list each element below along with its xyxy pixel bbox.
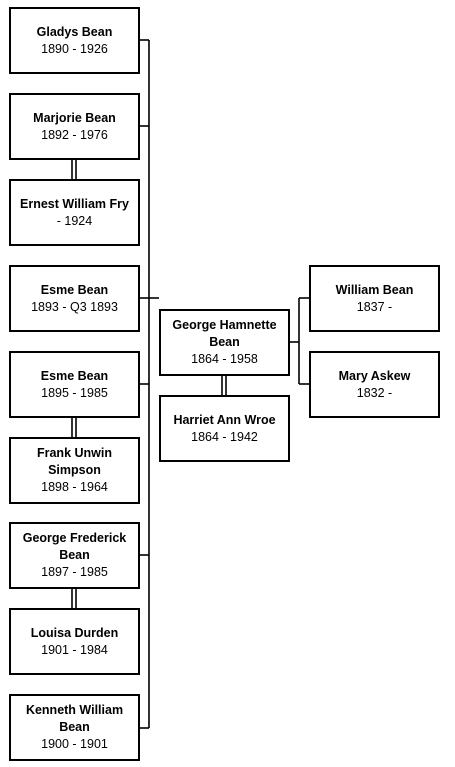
person-name: Esme Bean xyxy=(40,368,109,383)
person-box-ernest-william-fry[interactable]: Ernest William Fry - 1924 xyxy=(9,179,140,246)
person-dates: 1893 - Q3 1893 xyxy=(31,299,118,314)
person-name: Esme Bean xyxy=(40,282,109,297)
person-box-harriet-ann-wroe[interactable]: Harriet Ann Wroe 1864 - 1942 xyxy=(159,395,290,462)
person-dates: 1898 - 1964 xyxy=(41,480,108,494)
person-dates: 1832 - xyxy=(356,385,393,400)
person-box-louisa-durden[interactable]: Louisa Durden 1901 - 1984 xyxy=(9,608,140,675)
person-box-gladys-bean[interactable]: Gladys Bean 1890 - 1926 xyxy=(9,7,140,74)
person-dates: 1900 - 1901 xyxy=(41,737,108,751)
person-dates: 1864 - 1942 xyxy=(191,429,258,444)
person-name: George Hamnette Bean xyxy=(172,318,277,349)
person-dates: - 1924 xyxy=(56,213,93,228)
person-box-esme-bean-1893[interactable]: Esme Bean 1893 - Q3 1893 xyxy=(9,265,140,332)
person-dates: 1897 - 1985 xyxy=(41,565,108,579)
person-box-mary-askew[interactable]: Mary Askew 1832 - xyxy=(309,351,440,418)
person-name: Ernest William Fry xyxy=(20,196,129,211)
person-dates: 1837 - xyxy=(356,299,393,314)
person-box-george-frederick-bean[interactable]: George Frederick Bean 1897 - 1985 xyxy=(9,522,140,589)
person-name: Marjorie Bean xyxy=(33,110,116,125)
person-name: William Bean xyxy=(335,282,414,297)
person-name: Harriet Ann Wroe xyxy=(173,412,276,427)
person-name: Gladys Bean xyxy=(36,24,113,39)
person-dates: 1895 - 1985 xyxy=(41,385,108,400)
person-dates: 1901 - 1984 xyxy=(41,642,108,657)
person-box-george-hamnette-bean[interactable]: George Hamnette Bean 1864 - 1958 xyxy=(159,309,290,376)
person-name: Kenneth William Bean xyxy=(25,703,124,734)
person-box-kenneth-william-bean[interactable]: Kenneth William Bean 1900 - 1901 xyxy=(9,694,140,761)
person-name: Frank Unwin Simpson xyxy=(36,446,112,477)
person-dates: 1890 - 1926 xyxy=(41,41,108,56)
person-box-frank-unwin-simpson[interactable]: Frank Unwin Simpson 1898 - 1964 xyxy=(9,437,140,504)
person-name: George Frederick Bean xyxy=(22,531,127,562)
person-box-marjorie-bean[interactable]: Marjorie Bean 1892 - 1976 xyxy=(9,93,140,160)
person-box-esme-bean-1895[interactable]: Esme Bean 1895 - 1985 xyxy=(9,351,140,418)
person-dates: 1864 - 1958 xyxy=(191,352,258,366)
person-name: Louisa Durden xyxy=(30,625,119,640)
person-name: Mary Askew xyxy=(338,368,411,383)
person-dates: 1892 - 1976 xyxy=(41,127,108,142)
person-box-william-bean[interactable]: William Bean 1837 - xyxy=(309,265,440,332)
